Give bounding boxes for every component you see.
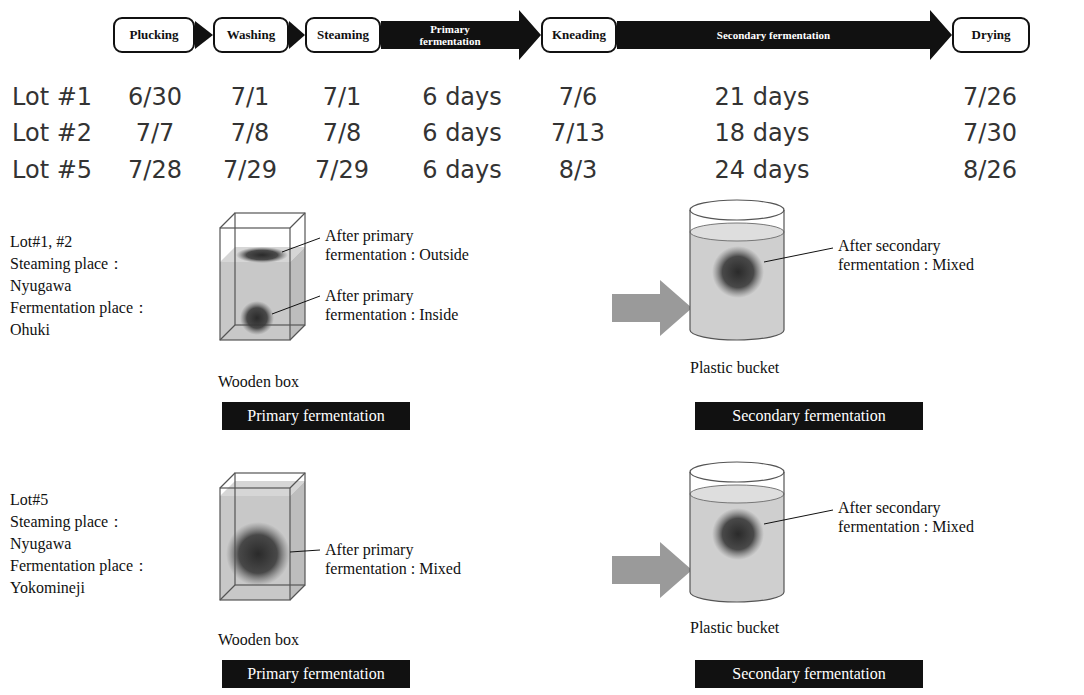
node-text: Plucking [129,27,178,43]
node-text: Secondary fermentation [649,29,899,41]
process-step: Washing [213,17,289,53]
lot-info: Lot#5 [10,490,48,509]
node-text: Steaming [317,27,369,43]
table-cell: 24 days [715,156,810,184]
arrow-body [617,10,952,60]
stage-tag: Secondary fermentation [695,402,923,430]
stage-arrow: Primary fermentation [381,10,541,60]
table-cell: 6 days [422,119,502,147]
wooden-box [220,473,320,600]
table-cell: Lot #2 [12,119,92,147]
stage-tag: Secondary fermentation [695,660,923,688]
arrow-body [381,10,541,60]
lot-info: Steaming place： [10,254,124,273]
block-arrow [612,542,692,598]
table-cell: 7/29 [315,156,369,184]
node-text: Kneading [552,27,606,43]
table-cell: 7/8 [323,119,362,147]
caption-label: Plastic bucket [690,618,779,637]
table-cell: 7/28 [128,156,182,184]
plastic-bucket [690,462,833,602]
process-step: Drying [952,17,1030,53]
plastic-bucket [690,200,833,340]
table-cell: 7/1 [323,83,362,111]
wooden-box [220,213,320,340]
table-cell: 7/6 [559,83,598,111]
table-cell: 18 days [715,119,810,147]
flow-arrow [289,21,305,49]
stage-arrow: Secondary fermentation [617,10,952,60]
lot-info: Fermentation place： [10,298,149,317]
table-cell: 8/3 [559,156,598,184]
callout-text: After secondary fermentation : Mixed [838,498,998,536]
node-text: Washing [227,27,275,43]
node-text: Primary fermentation [247,407,384,425]
table-cell: 7/7 [136,119,175,147]
process-step: Plucking [113,17,195,53]
callout-text: After primary fermentation : Outside [325,226,485,264]
stage-tag: Primary fermentation [222,402,410,430]
table-cell: 7/26 [963,83,1017,111]
table-cell: 6 days [422,83,502,111]
table-cell: 7/8 [231,119,270,147]
node-text: Drying [972,27,1011,43]
node-text: Primary fermentation [247,665,384,683]
lot-info: Lot#1, #2 [10,232,72,251]
node-text: Secondary fermentation [732,665,885,683]
lot-info: Fermentation place： [10,556,149,575]
caption-label: Plastic bucket [690,358,779,377]
caption-label: Wooden box [218,630,299,649]
process-step: Kneading [541,17,617,53]
table-cell: 8/26 [963,156,1017,184]
node-text: Secondary fermentation [732,407,885,425]
table-cell: 21 days [715,83,810,111]
lot-info: Ohuki [10,320,50,339]
table-cell: Lot #5 [12,156,92,184]
table-cell: 7/30 [963,119,1017,147]
table-cell: 6 days [422,156,502,184]
lot-info: Nyugawa [10,276,71,295]
callout-text: After primary fermentation : Inside [325,286,485,324]
table-cell: Lot #1 [12,83,92,111]
lot-info: Steaming place： [10,512,124,531]
callout-text: After secondary fermentation : Mixed [838,236,998,274]
caption-label: Wooden box [218,372,299,391]
lot-info: Nyugawa [10,534,71,553]
table-cell: 7/29 [223,156,277,184]
table-cell: 6/30 [128,83,182,111]
node-text: Primary fermentation [405,23,495,47]
flow-arrow [195,21,213,49]
callout-text: After primary fermentation : Mixed [325,540,485,578]
block-arrow [612,280,692,336]
process-step: Steaming [305,17,381,53]
table-cell: 7/13 [551,119,605,147]
stage-tag: Primary fermentation [222,660,410,688]
lot-info: Yokomineji [10,578,85,597]
table-cell: 7/1 [231,83,270,111]
